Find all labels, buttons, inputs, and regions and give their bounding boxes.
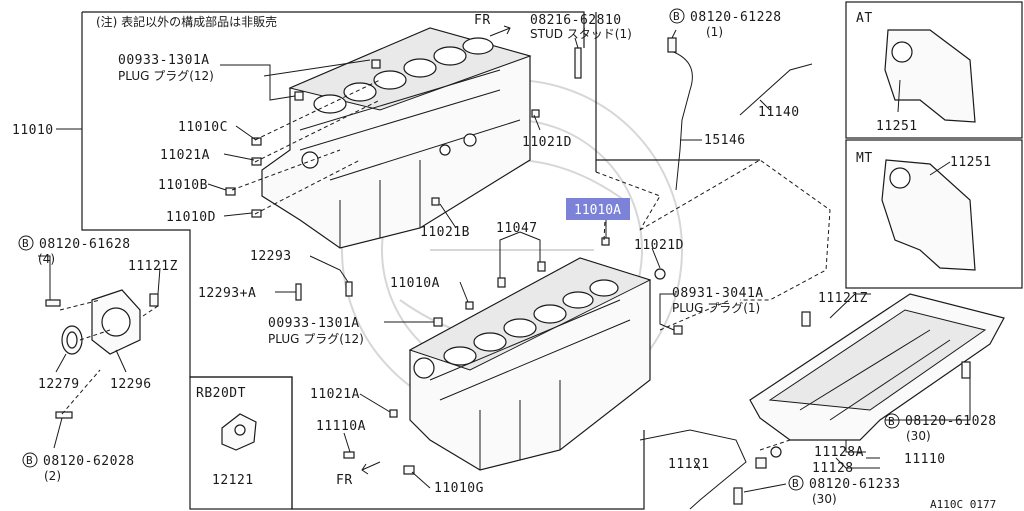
label-11128a: 11128A [814,445,864,460]
bolt-mark-text-62028: B [26,454,33,467]
label-11021d-mid: 11021D [634,238,684,253]
label-rb20dt: RB20DT [196,386,246,401]
label-11121: 11121 [668,457,710,472]
label-11021b: 11021B [420,225,470,240]
bolt-mark-icon-61233 [788,475,804,491]
fr-arrow-bottom-icon [361,461,381,475]
mt-box [845,139,1023,289]
oil-pan-gasket [639,429,747,510]
label-qty-30-a: (30) [906,429,931,443]
label-11010a-highlight: 11010A [574,203,621,218]
stud-part [574,47,582,79]
label-12121: 12121 [212,473,254,488]
label-11021a-top: 11021A [160,148,210,163]
label-08120-61228: 08120-61228 [690,10,782,25]
drain-plug [755,457,767,469]
label-08120-61233: 08120-61233 [809,477,901,492]
label-08931: 08931-3041A [672,286,764,301]
fr-arrow-top-icon [489,25,511,37]
fr-label-top: FR [474,13,491,28]
bolt-61228 [667,37,677,53]
dipstick-guide [667,49,693,191]
label-11010: 11010 [12,123,54,138]
label-11047: 11047 [496,221,538,236]
bolt-mark-icon-61228 [669,8,685,24]
dipstick [739,63,813,116]
label-08120-61028: 08120-61028 [905,414,997,429]
label-12293: 12293 [250,249,292,264]
bolt-mark-icon-62028 [22,452,38,468]
rb20dt-box [189,376,293,510]
label-08120-62028: 08120-62028 [43,454,135,469]
label-08120-61628: 08120-61628 [39,237,131,252]
label-11110a: 11110A [316,419,366,434]
label-11021d-top: 11021D [522,135,572,150]
label-12293a: 12293+A [198,286,256,301]
sensor-11121z-right [801,311,811,327]
label-11010c: 11010C [178,120,228,135]
bolt-mark-text-61628: B [22,237,29,250]
label-11140: 11140 [758,105,800,120]
fr-label-bottom: FR [336,473,353,488]
bolt-mark-text-61028: B [888,415,895,428]
label-12279: 12279 [38,377,80,392]
label-11121z-right: 11121Z [818,291,868,306]
diagram-ref-code: A110C 0177 [930,498,996,511]
label-stud: STUD スタッド(1) [530,27,632,41]
leader-lines [38,29,971,493]
label-00933-top: 00933-1301A [118,53,210,68]
label-11010g: 11010G [434,481,484,496]
label-11110: 11110 [904,452,946,467]
label-plug12-top: PLUG プラグ(12) [118,69,214,83]
label-plug12-mid: PLUG プラグ(12) [268,332,364,346]
label-12296: 12296 [110,377,152,392]
highlight-box-11010a [566,198,630,220]
at-box [845,1,1023,139]
lower-cylinder-block [408,257,652,471]
bolt-mark-icon-61028 [884,413,900,429]
label-qty-1-top: (1) [706,25,723,39]
upper-cylinder-block [261,27,532,249]
label-11021a-bot: 11021A [310,387,360,402]
label-mt: MT [856,151,873,166]
label-11010b: 11010B [158,178,208,193]
label-at: AT [856,11,873,26]
drain-plug-washer [770,446,782,458]
label-11251-mt: 11251 [950,155,992,170]
bolt-mark-icon-61628 [18,235,34,251]
label-qty-2: (2) [44,469,61,483]
bolt-61233-part [733,487,743,505]
rb20dt-part [221,413,257,451]
label-11128: 11128 [812,461,854,476]
label-11010a-mid: 11010A [390,276,440,291]
oil-pan [749,293,1005,441]
label-11010d: 11010D [166,210,216,225]
bolt-61028-part [961,361,971,379]
label-plug1: PLUG プラグ(1) [672,301,760,315]
mt-rear-plate [881,159,976,271]
note-text: (注) 表記以外の構成部品は非販売 [96,14,277,29]
bolt-mark-text-61233: B [792,477,799,490]
label-08216: 08216-62810 [530,13,622,28]
rear-oil-seal-retainer [45,289,159,419]
label-qty-30-b: (30) [812,492,837,506]
label-11121z-left: 11121Z [128,259,178,274]
dashed-guides [59,79,831,451]
label-00933-mid: 00933-1301A [268,316,360,331]
label-11251-at: 11251 [876,119,918,134]
label-qty-4: (4) [38,252,55,266]
label-15146: 15146 [704,133,746,148]
bolt-mark-text-61228: B [673,10,680,23]
